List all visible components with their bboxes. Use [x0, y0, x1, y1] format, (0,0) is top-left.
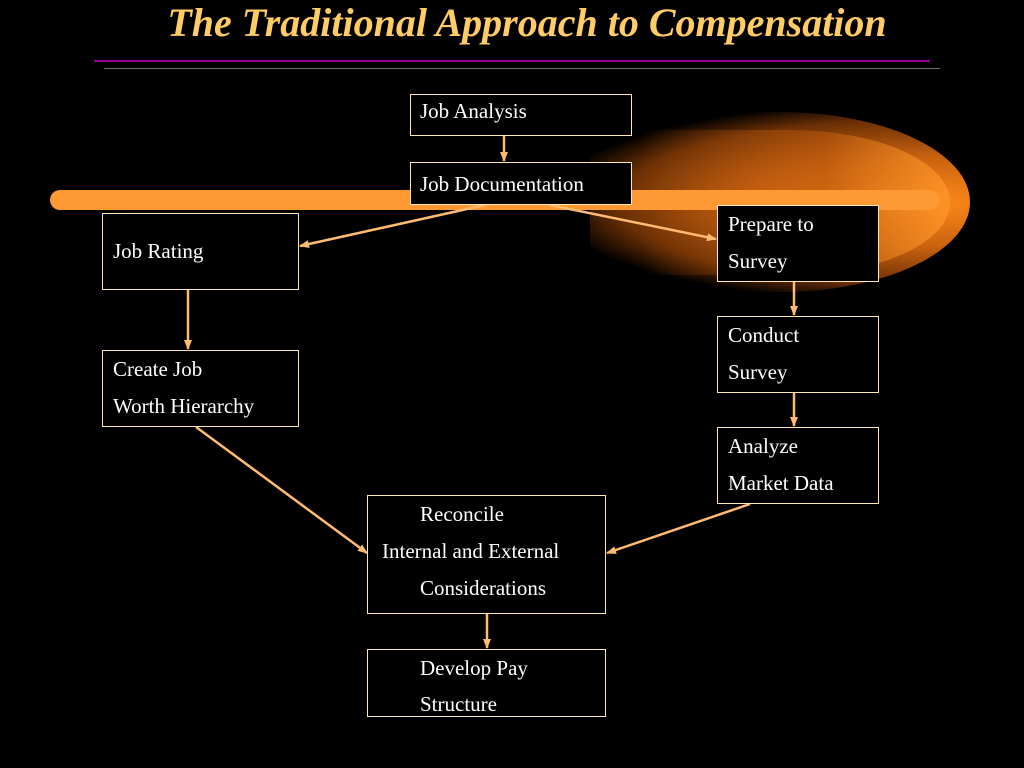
node-analyze-market-data: Analyze Market Data: [717, 427, 879, 504]
node-label-line2: Internal and External: [382, 539, 560, 563]
node-prepare-survey: Prepare to Survey: [717, 205, 879, 282]
node-label-line2: Worth Hierarchy: [113, 394, 255, 418]
node-label-line1: Reconcile: [420, 502, 504, 526]
node-label-line2: Structure: [420, 692, 497, 716]
node-job-documentation: Job Documentation: [410, 162, 632, 205]
node-label-line1: Create Job: [113, 357, 203, 381]
slide-title: The Traditional Approach to Compensation: [167, 0, 887, 45]
arrow-documentation-to-rating: [299, 203, 486, 248]
node-job-rating: Job Rating: [102, 213, 299, 290]
node-label: Job Rating: [113, 239, 204, 263]
node-conduct-survey: Conduct Survey: [717, 316, 879, 393]
node-job-analysis: Job Analysis: [410, 94, 632, 136]
node-label-line1: Conduct: [728, 323, 800, 347]
title-divider-purple: [94, 60, 930, 62]
arrow-analyze-to-reconcile: [606, 502, 751, 555]
node-develop-pay-structure: Develop Pay Structure: [367, 649, 606, 717]
node-label-line2: Survey: [728, 360, 788, 384]
node-label-line3: Considerations: [420, 576, 546, 600]
arrow-documentation-to-prepare: [549, 203, 717, 242]
node-label-line1: Develop Pay: [420, 656, 528, 680]
node-label: Job Documentation: [420, 172, 584, 196]
node-label: Job Analysis: [420, 99, 527, 123]
node-reconcile: Reconcile Internal and External Consider…: [367, 495, 606, 614]
title-divider-gray: [104, 68, 940, 69]
node-create-hierarchy: Create Job Worth Hierarchy: [102, 350, 299, 427]
node-label-line1: Prepare to: [728, 212, 814, 236]
node-label-line2: Market Data: [728, 471, 834, 495]
arrow-hierarchy-to-reconcile: [195, 425, 368, 555]
node-label-line2: Survey: [728, 249, 788, 273]
node-label-line1: Analyze: [728, 434, 798, 458]
